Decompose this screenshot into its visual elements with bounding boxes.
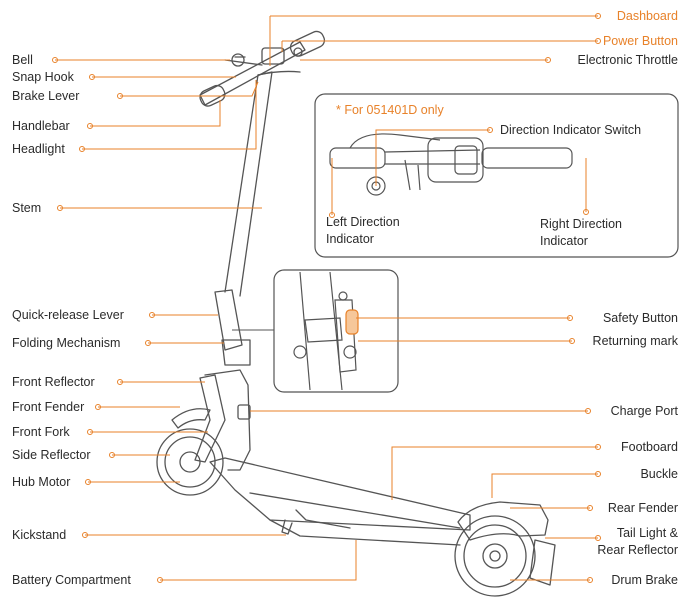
handlebar	[199, 41, 306, 106]
label-safety-button: Safety Button	[602, 311, 678, 325]
label-brake-lever: Brake Lever	[12, 89, 80, 103]
front-fender	[171, 408, 211, 429]
label-front-fender: Front Fender	[12, 400, 85, 414]
label-power-button: Power Button	[602, 34, 678, 48]
label-returning-mark: Returning mark	[592, 334, 678, 348]
label-footboard: Footboard	[621, 440, 678, 454]
label-quick-release-lever: Quick-release Lever	[12, 308, 124, 322]
label-handlebar: Handlebar	[12, 119, 70, 133]
label-drum-brake: Drum Brake	[611, 573, 678, 587]
label-electronic-throttle: Electronic Throttle	[577, 53, 678, 67]
label-stem: Stem	[12, 201, 42, 215]
label-right-direction-indicator: Right Direction Indicator	[540, 217, 622, 248]
label-front-reflector: Front Reflector	[12, 375, 95, 389]
rear-wheel	[454, 515, 536, 597]
label-side-reflector: Side Reflector	[12, 448, 91, 462]
stem	[224, 71, 273, 297]
front-wheel	[156, 428, 224, 496]
label-direction-indicator-switch: Direction Indicator Switch	[500, 123, 642, 137]
label-charge-port: Charge Port	[610, 404, 678, 418]
label-snap-hook: Snap Hook	[12, 70, 74, 84]
label-folding-mechanism: Folding Mechanism	[12, 336, 121, 350]
label-tail-light: Tail Light & Rear Reflector	[597, 526, 678, 557]
label-kickstand: Kickstand	[12, 528, 67, 542]
folding-detail-inset	[273, 269, 399, 393]
tail-light-shape	[529, 539, 556, 586]
inset-note: * For 051401D only	[336, 103, 444, 117]
label-front-fork: Front Fork	[12, 425, 70, 439]
front-fork	[194, 374, 226, 463]
direction-indicator-inset	[314, 93, 679, 258]
rear-fender	[457, 501, 549, 541]
label-battery-compartment: Battery Compartment	[12, 573, 131, 587]
label-headlight: Headlight	[12, 142, 65, 156]
label-hub-motor: Hub Motor	[12, 475, 71, 489]
label-buckle: Buckle	[640, 467, 678, 481]
label-rear-fender: Rear Fender	[607, 501, 678, 515]
label-dashboard: Dashboard	[616, 9, 678, 23]
deck	[209, 457, 471, 531]
label-bell: Bell	[12, 53, 33, 67]
label-left-direction-indicator: Left Direction Indicator	[326, 215, 400, 246]
